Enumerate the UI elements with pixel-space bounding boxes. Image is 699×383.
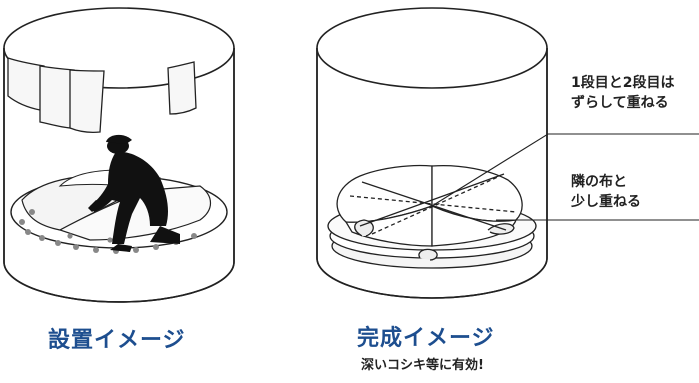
left-caption: 設置イメージ [48,328,186,353]
annotation-stack-offset-line1: 1段目と2段目は [571,75,675,91]
leader-line-stack-offset [431,133,699,207]
hanging-cloths [7,57,197,134]
folded-cloth-stack [327,164,537,269]
annotation-overlap-line2: 少し重ねる [571,194,641,210]
left-cylinder-front [3,48,235,303]
annotation-stack-offset: 1段目と2段目は ずらして重ねる [571,73,674,113]
annotation-overlap: 隣の布と 少し重ねる [571,172,641,212]
right-cylinder-front [316,48,548,299]
leader-lines [431,133,699,221]
annotation-overlap-line1: 隣の布と [571,174,627,190]
right-subcaption: 深いコシキ等に有効! [361,358,484,373]
worker-silhouette [88,134,180,252]
right-cylinder-rim [316,7,548,89]
annotation-stack-offset-line2: ずらして重ねる [571,95,669,111]
right-caption: 完成イメージ [357,326,495,351]
